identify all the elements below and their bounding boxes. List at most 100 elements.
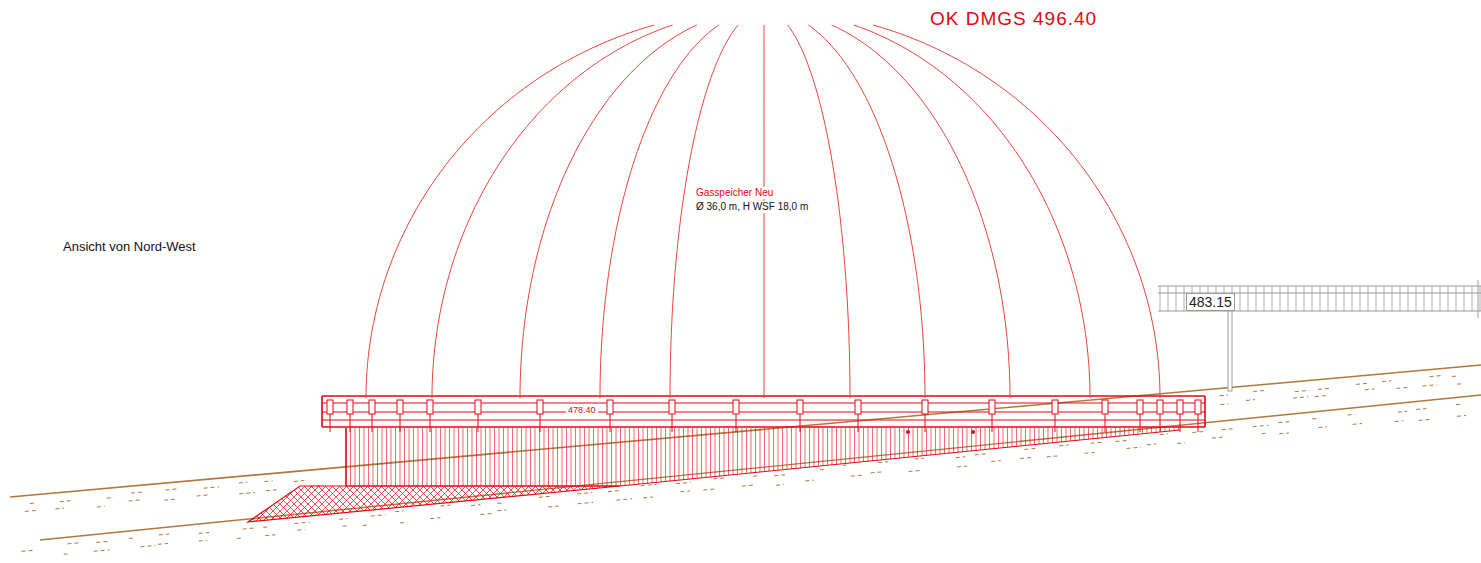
dome-rib [854,25,1090,398]
soil-mark [129,500,143,501]
railing-post [475,400,481,432]
foundation-hatch [395,428,396,486]
soil-mark [343,525,349,527]
platform-rail [322,420,1205,421]
bridge-post [1480,286,1481,311]
foundation-hatch [620,428,621,486]
foundation-hatch [616,428,617,486]
dome-rib [520,25,697,398]
soil-mark [96,541,109,542]
foundation-hatch [985,428,986,450]
foundation-hatch [755,428,756,472]
foundation-hatch [737,428,738,474]
foundation-hatch [836,428,837,464]
soil-mark [957,466,967,468]
foundation-hatch [602,428,603,486]
foundation-hatch [796,428,797,468]
platform-rail [322,412,1205,413]
foundation-hatch [868,428,869,461]
ground-line [10,365,1481,497]
bridge-post [1184,286,1185,311]
foundation-hatch [1012,428,1013,447]
foundation-hatch [467,428,468,486]
soil-mark [67,543,79,544]
soil-mark [1253,390,1265,391]
foundation-hatch [413,428,414,486]
foundation-hatch [724,428,725,476]
soil-mark [1279,432,1289,434]
soil-mark [131,492,142,493]
soil-mark [641,484,657,485]
foundation-hatch [1003,428,1004,448]
soil-mark [956,456,966,458]
foundation-hatch [1039,428,1040,444]
soil-mark [776,484,784,486]
soil-mark [56,508,64,510]
soil-mark [1293,397,1308,398]
foundation-hatch [962,428,963,452]
foundation-hatch [512,428,513,486]
foundation-hatch [386,428,387,486]
foundation-hatch [458,428,459,486]
foundation-hatch [733,428,734,475]
foundation-hatch [917,428,918,456]
anchor-dot [906,430,910,434]
foundation-hatch [940,428,941,454]
foundation-hatch [350,428,351,486]
foundation-hatch [346,428,347,486]
foundation-hatch [989,428,990,449]
foundation-hatch [895,428,896,459]
bridge-post [1312,286,1313,311]
foundation-hatch [1052,428,1053,443]
bridge-post [1432,286,1433,311]
soil-mark [25,510,36,512]
soil-mark [363,524,370,526]
foundation-hatch [922,428,923,456]
foundation-hatch [557,428,558,486]
soil-mark [204,487,220,488]
foundation-hatch [1097,428,1098,438]
foundation-hatch [715,428,716,477]
foundation-hatch [863,428,864,462]
bridge-post [1344,286,1345,311]
level-annotation: OK DMGS 496.40 [930,8,1097,30]
foundation-hatch [719,428,720,476]
foundation-hatch [481,428,482,486]
foundation-hatch [368,428,369,486]
railing-post [1102,400,1108,432]
soil-mark [295,522,310,523]
foundation-hatch [535,428,536,486]
foundation-hatch [494,428,495,486]
soil-mark [878,461,888,463]
foundation-hatch [661,428,662,482]
foundation-hatch [782,428,783,470]
foundation-hatch [427,428,428,486]
platform-rail [322,426,1205,428]
foundation-hatch [449,428,450,486]
soil-mark [158,543,168,545]
railing-post [733,400,739,432]
foundation-hatch [998,428,999,448]
railing-post [369,400,375,432]
bridge-post [1392,286,1393,311]
soil-mark [1430,376,1442,377]
bridge-post [1376,286,1377,311]
railing-post [537,400,543,432]
foundation-hatch [751,428,752,473]
soil-mark [643,497,653,499]
foundation-hatch [935,428,936,454]
soil-mark [703,489,714,490]
foundation-hatch [359,428,360,486]
foundation-hatch [566,428,567,486]
soil-mark [820,469,827,471]
soil-mark [539,496,550,497]
foundation-hatch [1147,428,1148,433]
soil-mark [1091,442,1102,443]
foundation-hatch [832,428,833,465]
foundation-hatch [674,428,675,481]
soil-mark [1398,411,1408,413]
soil-mark [22,550,34,551]
foundation-hatch [769,428,770,471]
soil-mark [1047,456,1059,457]
foundation-hatch [764,428,765,472]
